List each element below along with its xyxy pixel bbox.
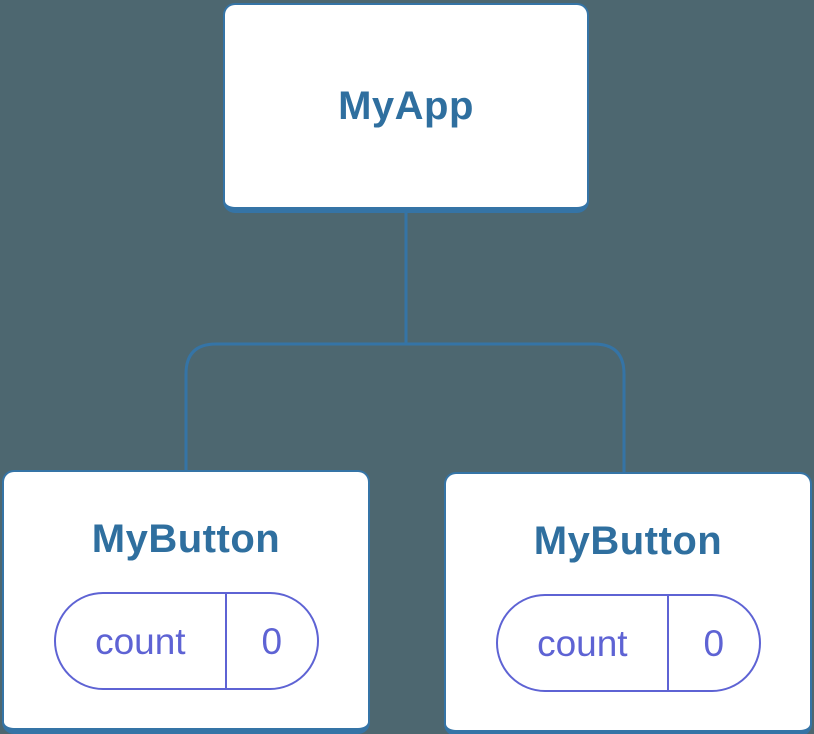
node-mybutton-left: MyButton count 0 (2, 470, 370, 734)
node-mybutton-right-label: MyButton (533, 519, 723, 563)
state-pill-right: count 0 (495, 594, 761, 692)
children-bracket-line (184, 342, 626, 473)
state-pill-left: count 0 (53, 592, 319, 690)
node-myapp: MyApp (223, 3, 589, 213)
node-myapp-label: MyApp (338, 84, 474, 128)
state-key-label: count (95, 620, 186, 662)
node-mybutton-left-label: MyButton (91, 517, 281, 561)
state-key-label: count (537, 622, 628, 664)
state-value: 0 (667, 596, 758, 690)
node-mybutton-right: MyButton count 0 (444, 472, 812, 734)
state-value: 0 (225, 594, 316, 688)
